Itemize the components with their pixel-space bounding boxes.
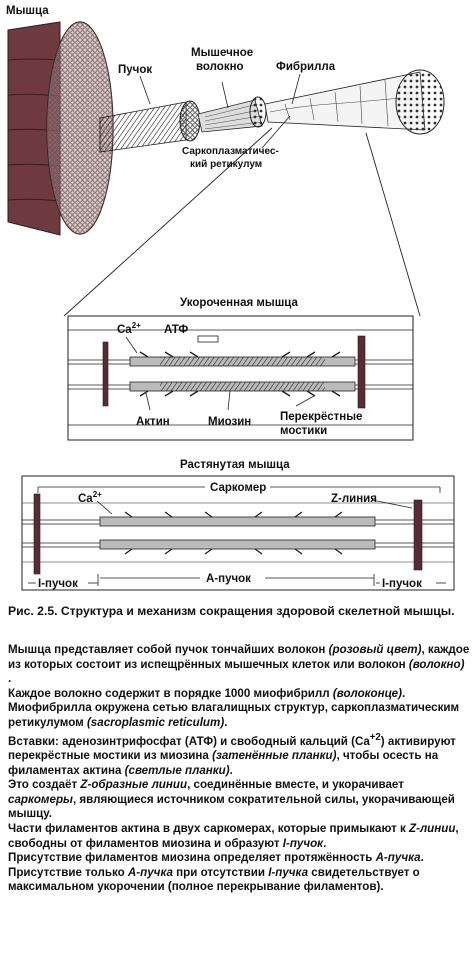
label-fibril: Фибрилла <box>276 61 336 73</box>
stretched-aband-label: А-пучок <box>206 573 251 585</box>
contracted-actin-label: Актин <box>136 416 170 428</box>
zoom-line-right <box>365 132 421 317</box>
bundle-end <box>179 100 201 142</box>
paragraph-aband: Присутствие филаментов миозина определяе… <box>8 851 424 865</box>
body-text: Мышца представляет собой пучок тончайших… <box>8 643 470 895</box>
stretched-iband-right-label: I-пучок <box>382 578 422 590</box>
contracted-bridges-line2: мостики <box>280 425 327 437</box>
label-sr-line1: Саркоплазматичес- <box>182 146 279 157</box>
contracted-diagram <box>67 315 414 441</box>
paragraph-iband: Части филаментов актина в двух саркомера… <box>8 821 459 850</box>
muscle-structure-figure: Мышца Пучок Мышечное волокно Фибрилла Са… <box>6 5 455 591</box>
muscle-block <box>7 21 61 236</box>
contracted-bridges-line1: Перекрёстные <box>280 411 362 423</box>
stretched-sarcomere-label: Саркомер <box>210 482 266 494</box>
zoom-line-left <box>63 127 273 317</box>
contracted-myosin-label: Миозин <box>208 416 251 428</box>
paragraph-fiber: Каждое волокно содержит в порядке 1000 м… <box>8 686 406 700</box>
contracted-title: Укороченная мышца <box>180 297 298 309</box>
label-muscle: Мышца <box>6 5 49 17</box>
contracted-ca-label: Ca2+ <box>117 321 141 336</box>
label-fiber-line2: волокно <box>196 61 244 73</box>
muscle-illustration <box>7 21 445 236</box>
stretched-iband-left-label: I-пучок <box>38 578 78 590</box>
contracted-atp-label: АТФ <box>164 324 188 336</box>
label-bundle: Пучок <box>118 64 152 76</box>
stretched-ca-label: Ca2+ <box>78 490 102 505</box>
paragraph-muscle: Мышца представляет собой пучок тончайших… <box>8 643 470 686</box>
label-fiber-line1: Мышечное <box>191 47 253 59</box>
paragraph-inserts: Вставки: аденозинтрифосфат (АТФ) и свобо… <box>8 731 456 777</box>
label-sr-line2: кий ретикулум <box>190 159 262 170</box>
stretched-title: Растянутая мышца <box>180 459 290 471</box>
stretched-zline-label: Z-линия <box>331 493 377 505</box>
fibril-end <box>395 69 445 135</box>
figure-caption: Рис. 2.5. Структура и механизм сокращени… <box>8 604 455 618</box>
stretched-diagram <box>21 475 455 591</box>
paragraph-shortening: Присутствие только А-пучка при отсутстви… <box>8 865 420 894</box>
paragraph-myofibril: Миофибрилла окружена сетью влагалищных с… <box>8 701 460 729</box>
paragraph-zlines: Это создаёт Z-образные линии, соединённы… <box>8 778 455 821</box>
